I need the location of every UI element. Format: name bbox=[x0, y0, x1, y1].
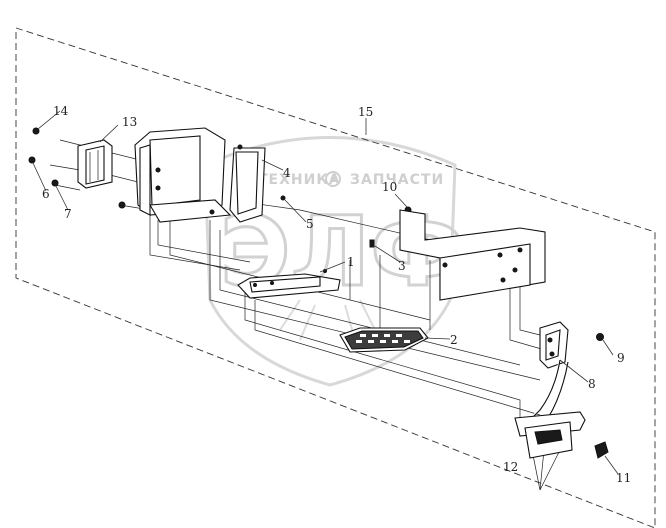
part-5-nut bbox=[280, 195, 286, 201]
lower-step-bracket bbox=[514, 411, 586, 459]
callout-1: 1 bbox=[347, 255, 355, 269]
watermark-right-text: ЗАПЧАСТИ bbox=[350, 172, 444, 188]
part-1-step-plate bbox=[237, 269, 341, 299]
leader-lines bbox=[32, 110, 619, 475]
fastener bbox=[118, 201, 126, 209]
part-6-bolt bbox=[28, 156, 36, 164]
callout-12: 12 bbox=[503, 460, 518, 474]
callout-11: 11 bbox=[616, 471, 631, 485]
part-4-plate bbox=[229, 144, 266, 223]
watermark-left-text: ТЕХНИКА bbox=[258, 172, 341, 188]
callout-5: 5 bbox=[306, 217, 314, 231]
callout-3: 3 bbox=[398, 259, 406, 273]
part-3-pin bbox=[369, 239, 375, 248]
callouts: 14 13 6 7 15 4 5 1 3 10 2 8 9 11 12 bbox=[42, 104, 631, 485]
callout-13: 13 bbox=[122, 115, 137, 129]
callout-15: 15 bbox=[358, 105, 373, 119]
gear-icon bbox=[325, 171, 341, 187]
callout-9: 9 bbox=[617, 351, 625, 365]
callout-8: 8 bbox=[588, 377, 596, 391]
part-2-tread bbox=[339, 327, 429, 353]
main-bracket bbox=[134, 127, 232, 223]
part-9-nut bbox=[596, 333, 604, 341]
part-7-bolt bbox=[51, 179, 59, 187]
callout-14: 14 bbox=[53, 104, 69, 118]
callout-2: 2 bbox=[450, 333, 458, 347]
callout-6: 6 bbox=[42, 187, 50, 201]
part-14-bolt bbox=[32, 127, 40, 135]
part-8-hanger bbox=[531, 321, 569, 419]
assembly-lines bbox=[49, 139, 576, 491]
callout-7: 7 bbox=[64, 207, 72, 221]
callout-4: 4 bbox=[283, 166, 291, 180]
part-11-cap bbox=[594, 441, 609, 459]
callout-10: 10 bbox=[382, 180, 397, 194]
right-beam bbox=[399, 209, 546, 301]
part-13-bracket bbox=[77, 139, 113, 189]
